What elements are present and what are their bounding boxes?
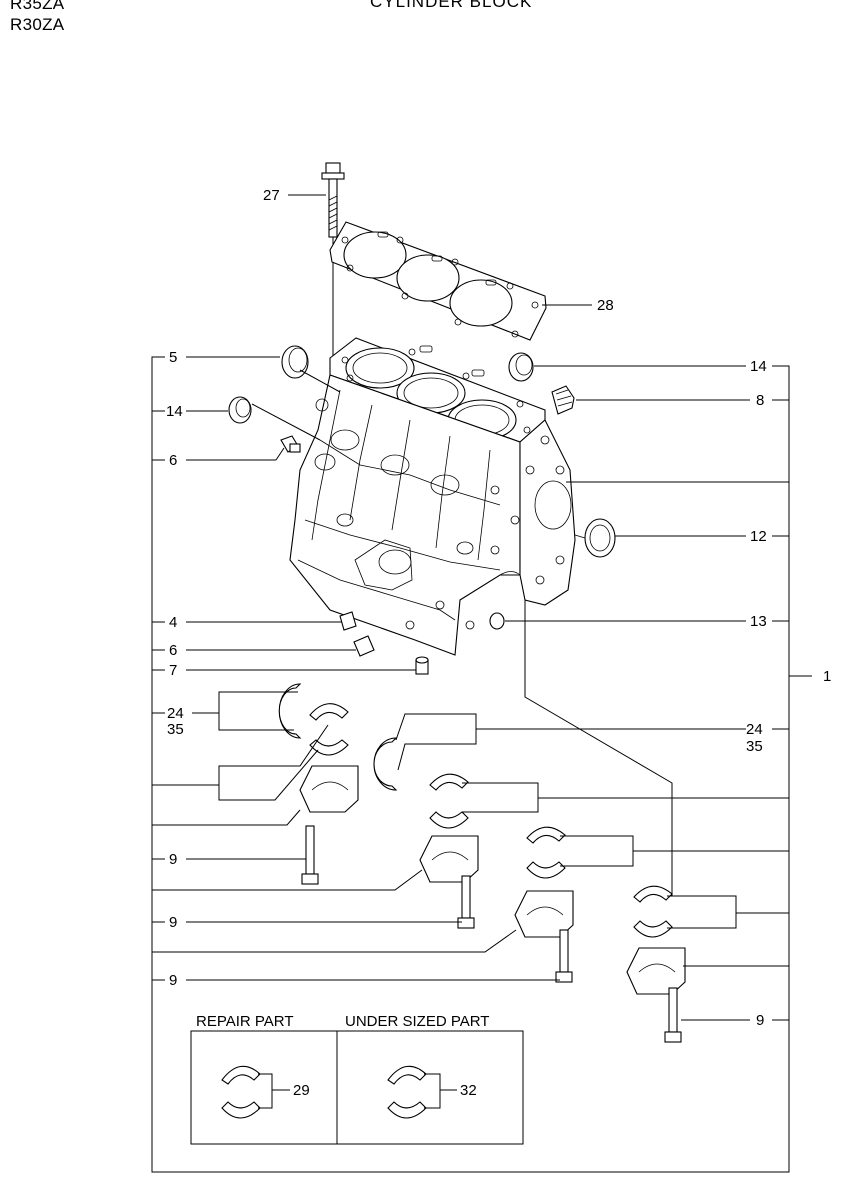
callout-32: 32 <box>460 1082 477 1099</box>
model-line-2: R30ZA <box>10 15 65 34</box>
head-gasket-part <box>329 221 547 341</box>
callout-27: 27 <box>263 187 280 204</box>
callout-9-b: 9 <box>169 914 177 931</box>
repair-part-label: REPAIR PART <box>196 1013 294 1030</box>
page-title: CYLINDER BLOCK <box>370 0 533 11</box>
callout-14-right: 14 <box>750 358 767 375</box>
cylinder-block-part <box>289 337 576 656</box>
callout-9-c: 9 <box>169 972 177 989</box>
expansion-plug-5 <box>281 345 341 393</box>
model-line-1: R35ZA <box>10 0 65 13</box>
plug-4 <box>339 611 357 631</box>
under-sized-part-label: UNDER SIZED PART <box>345 1013 489 1030</box>
callout-labels: 27 28 5 14 14 8 6 12 4 13 6 7 1 24 35 24… <box>166 187 831 1099</box>
plug-13 <box>489 612 505 630</box>
thrust-washer-left <box>278 683 302 739</box>
dowel-7 <box>415 656 429 675</box>
callout-1: 1 <box>823 668 831 685</box>
head-bolt-part <box>321 162 345 376</box>
oil-seal-12 <box>574 518 616 558</box>
plug-6-top <box>280 435 301 453</box>
callout-9-d: 9 <box>756 1012 764 1029</box>
callout-13: 13 <box>750 613 767 630</box>
callout-9-a: 9 <box>169 851 177 868</box>
callout-14-left: 14 <box>166 403 183 420</box>
expansion-plug-14-left <box>228 396 321 441</box>
bearing-caps <box>299 765 686 995</box>
thrust-washer-right <box>373 737 398 791</box>
callout-35-left: 35 <box>167 721 184 738</box>
callout-24-left: 24 <box>167 705 184 722</box>
callout-28: 28 <box>597 297 614 314</box>
leader-lines <box>152 194 789 1021</box>
frame-lines <box>151 356 812 1173</box>
callout-12: 12 <box>750 528 767 545</box>
callout-35-right: 35 <box>746 738 763 755</box>
plug-8 <box>551 385 575 415</box>
callout-29: 29 <box>293 1082 310 1099</box>
callout-6-bottom: 6 <box>169 642 177 659</box>
inset-box <box>190 1030 524 1145</box>
callout-5: 5 <box>169 349 177 366</box>
bearing-shells <box>309 703 673 938</box>
cap-bolts <box>301 825 682 1043</box>
callout-7: 7 <box>169 662 177 679</box>
callout-6-top: 6 <box>169 452 177 469</box>
callout-4: 4 <box>169 614 177 631</box>
plug-6-bottom <box>353 635 375 657</box>
expansion-plug-14-right <box>508 352 534 382</box>
callout-8: 8 <box>756 392 764 409</box>
callout-24-right: 24 <box>746 721 763 738</box>
